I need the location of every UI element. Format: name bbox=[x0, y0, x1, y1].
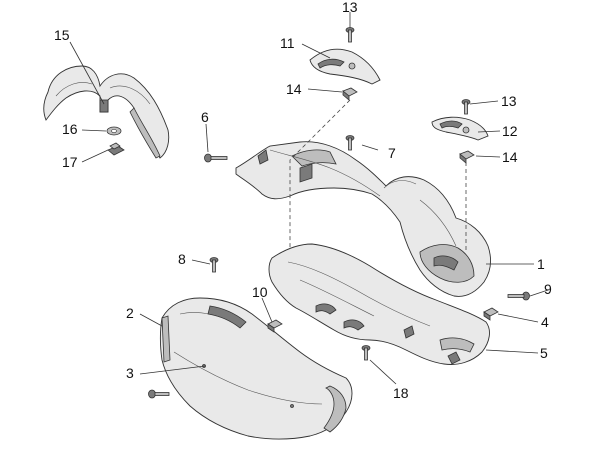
callout-16: 16 bbox=[62, 121, 78, 137]
callout-labels: 13 11 14 15 16 17 6 7 13 12 14 8 1 2 3 1… bbox=[54, 0, 552, 401]
part-4-clip bbox=[483, 307, 499, 321]
part-3-screw bbox=[148, 389, 170, 399]
callout-10: 10 bbox=[252, 284, 268, 300]
part-14-nut-upper bbox=[342, 87, 358, 101]
callout-1: 1 bbox=[537, 256, 545, 272]
callout-14-upper: 14 bbox=[286, 81, 302, 97]
callout-5: 5 bbox=[540, 345, 548, 361]
callout-4: 4 bbox=[541, 314, 549, 330]
part-16-washer bbox=[106, 126, 122, 136]
part-8-screw bbox=[209, 257, 219, 273]
part-13-screw-right bbox=[461, 99, 471, 115]
callout-3: 3 bbox=[126, 365, 134, 381]
part-7-screw bbox=[345, 135, 355, 151]
part-2-front-cover bbox=[160, 297, 353, 440]
callout-14-right: 14 bbox=[502, 149, 518, 165]
part-13-screw-upper bbox=[345, 27, 355, 43]
callout-7: 7 bbox=[388, 145, 396, 161]
callout-13-upper: 13 bbox=[342, 0, 358, 15]
part-9-screw bbox=[507, 291, 530, 301]
leader-lines bbox=[69, 12, 549, 385]
part-14-nut-right bbox=[459, 150, 475, 164]
part-18-screw bbox=[361, 345, 371, 361]
callout-18: 18 bbox=[393, 385, 409, 401]
part-1-handlebar-cover bbox=[235, 141, 492, 297]
assembly-lines bbox=[289, 99, 467, 250]
part-6-screw bbox=[204, 153, 228, 163]
callout-15: 15 bbox=[54, 27, 70, 43]
part-17-clip bbox=[107, 142, 125, 156]
callout-13-right: 13 bbox=[501, 93, 517, 109]
part-5-lower-cover bbox=[268, 243, 490, 365]
part-10-clip bbox=[267, 319, 283, 333]
part-12-cover bbox=[431, 116, 489, 141]
callout-2: 2 bbox=[126, 305, 134, 321]
callout-8: 8 bbox=[178, 251, 186, 267]
part-15-windscreen bbox=[43, 65, 170, 159]
callout-17: 17 bbox=[62, 154, 78, 170]
callout-6: 6 bbox=[201, 109, 209, 125]
callout-11: 11 bbox=[280, 35, 295, 51]
callout-12: 12 bbox=[502, 123, 518, 139]
callout-9: 9 bbox=[544, 281, 552, 297]
part-11-cover bbox=[309, 48, 381, 85]
